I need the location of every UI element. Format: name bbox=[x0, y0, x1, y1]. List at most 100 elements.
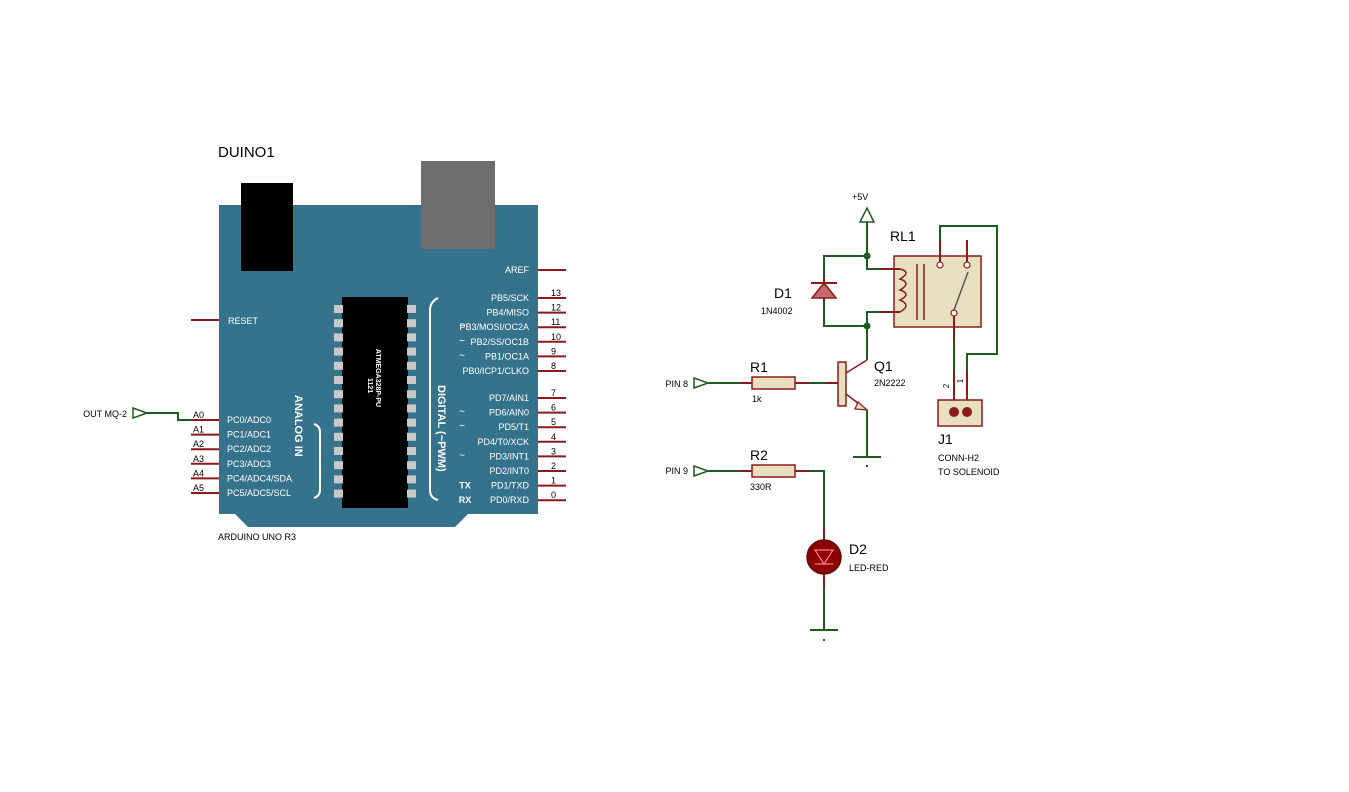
chip-pin-right bbox=[407, 489, 416, 498]
digital-pin-number: 2 bbox=[551, 461, 556, 471]
chip-pin-right bbox=[407, 404, 416, 413]
chip-pin-right bbox=[407, 319, 416, 328]
q1-collector bbox=[845, 359, 868, 374]
analog-pin-name: PC0/ADC0 bbox=[227, 415, 271, 425]
pwm-tilde: ~ bbox=[459, 450, 465, 461]
resistor-r1[interactable]: R1 1k bbox=[740, 359, 810, 404]
q1-emitter-arrow-icon bbox=[854, 400, 869, 411]
vcc-terminal[interactable]: +5V bbox=[852, 192, 876, 256]
d1-top-wire bbox=[823, 255, 867, 280]
r1-ref: R1 bbox=[750, 359, 768, 375]
r1-value: 1k bbox=[752, 394, 762, 404]
out-mq2-arrow bbox=[132, 406, 150, 420]
pin9-terminal[interactable]: PIN 9 bbox=[665, 464, 740, 478]
analog-pin-number: A5 bbox=[193, 483, 204, 493]
resistor-r2[interactable]: R2 330R bbox=[740, 447, 810, 492]
digital-pin-name: PD5/T1 bbox=[498, 422, 529, 432]
j1-pin1-label: 1 bbox=[956, 378, 965, 383]
chip-pin-left bbox=[334, 489, 343, 498]
d1-bottom-wire bbox=[823, 300, 867, 327]
chip-pin-right bbox=[407, 418, 416, 427]
chip-pin-right bbox=[407, 461, 416, 470]
digital-pin-number: 5 bbox=[551, 417, 556, 427]
digital-pin-number: 11 bbox=[551, 317, 560, 327]
out-mq2-terminal[interactable]: OUT MQ-2 bbox=[83, 406, 191, 421]
d2-value: LED-RED bbox=[849, 563, 889, 573]
q1-value: 2N2222 bbox=[874, 378, 906, 388]
j1-value: CONN-H2 bbox=[938, 453, 979, 463]
chip-pin-right bbox=[407, 376, 416, 384]
chip-pin-left bbox=[334, 418, 343, 427]
j1-ref: J1 bbox=[938, 431, 953, 447]
q1-ref: Q1 bbox=[874, 358, 893, 374]
chip-pin-right bbox=[407, 432, 416, 441]
chip-pin-left bbox=[334, 347, 343, 356]
j1-pin1-socket bbox=[962, 407, 972, 417]
j1-body bbox=[937, 399, 983, 427]
pin8-label: PIN 8 bbox=[665, 379, 688, 389]
digital-pin-number: 7 bbox=[551, 388, 556, 398]
chip-pin-left bbox=[334, 475, 343, 484]
digital-pin-number: 1 bbox=[551, 476, 556, 486]
chip-pin-right bbox=[407, 333, 416, 342]
out-mq2-wire bbox=[147, 412, 191, 421]
arduino-model-label: ARDUINO UNO R3 bbox=[218, 532, 296, 542]
digital-pins-group: 13PB5/SCK12PB4/MISO11PB3/MOSI/OC2A~10PB2… bbox=[459, 288, 566, 505]
d2-ref: D2 bbox=[849, 541, 867, 557]
pwm-tilde: ~ bbox=[459, 421, 465, 432]
analog-pin-name: PC5/ADC5/SCL bbox=[227, 488, 291, 498]
pin8-terminal[interactable]: PIN 8 bbox=[665, 376, 740, 390]
d1-ref: D1 bbox=[774, 285, 792, 301]
pwm-tilde: ~ bbox=[459, 350, 465, 361]
vcc-label: +5V bbox=[852, 192, 868, 202]
r2-ref: R2 bbox=[750, 447, 768, 463]
r2-value: 330R bbox=[750, 482, 772, 492]
chip-pin-right bbox=[407, 390, 416, 399]
digital-pin-name: PB5/SCK bbox=[491, 293, 529, 303]
digital-pin-name: PD3/INT1 bbox=[489, 451, 529, 461]
digital-pin-name: PB4/MISO bbox=[486, 308, 529, 318]
chip-pin-right bbox=[407, 475, 416, 484]
serial-tag: TX bbox=[459, 481, 471, 491]
rl1-ref: RL1 bbox=[890, 228, 916, 244]
digital-pin-name: PD0/RXD bbox=[490, 495, 530, 505]
power-jack bbox=[241, 183, 293, 271]
relay-rl1[interactable]: RL1 bbox=[880, 228, 982, 340]
digital-bracket bbox=[429, 297, 439, 501]
out-mq2-label: OUT MQ-2 bbox=[83, 409, 127, 419]
diode-d1[interactable]: D1 1N4002 bbox=[761, 278, 838, 316]
arduino-uno-board[interactable]: DUINO1 1121 ATMEGA328P-PU ANALOG IN DIGI… bbox=[191, 144, 566, 542]
serial-tag: RX bbox=[459, 495, 472, 505]
connector-j1[interactable]: 2 1 J1 CONN-H2 TO SOLENOID bbox=[937, 372, 1000, 477]
transistor-q1[interactable]: Q1 2N2222 bbox=[826, 358, 906, 411]
relay-switch-arm bbox=[953, 271, 969, 311]
pin9-label: PIN 9 bbox=[665, 466, 688, 476]
chip-pin-left bbox=[334, 305, 343, 313]
digital-pin-name: PD4/T0/XCK bbox=[477, 437, 529, 447]
led-d2[interactable]: D2 LED-RED bbox=[806, 528, 889, 588]
j1-note: TO SOLENOID bbox=[938, 467, 1000, 477]
reset-pin-label: RESET bbox=[228, 316, 259, 326]
digital-pin-number: 12 bbox=[551, 303, 561, 313]
usb-connector bbox=[421, 161, 495, 249]
chip-pin-left bbox=[334, 447, 343, 455]
digital-pin-number: 13 bbox=[551, 288, 561, 298]
relay-no-wire bbox=[939, 225, 998, 372]
analog-pin-number: A0 bbox=[193, 410, 204, 420]
pwm-tilde: ~ bbox=[459, 321, 465, 332]
d1-value: 1N4002 bbox=[761, 306, 793, 316]
analog-bracket bbox=[313, 423, 321, 499]
chip-pin-left bbox=[334, 432, 343, 441]
chip-pin-left bbox=[334, 376, 343, 384]
ground-d2-icon bbox=[810, 629, 838, 641]
analog-pin-name: PC2/ADC2 bbox=[227, 444, 271, 454]
vcc-arrow-icon bbox=[858, 206, 876, 223]
digital-pin-name: PB3/MOSI/OC2A bbox=[459, 322, 529, 332]
chip-pin-left bbox=[334, 404, 343, 413]
relay-coil-top-wire bbox=[866, 256, 880, 270]
digital-pin-name: PB1/OC1A bbox=[485, 351, 529, 361]
pin8-arrow bbox=[693, 376, 711, 390]
analog-pin-name: PC4/ADC4/SDA bbox=[227, 473, 292, 483]
